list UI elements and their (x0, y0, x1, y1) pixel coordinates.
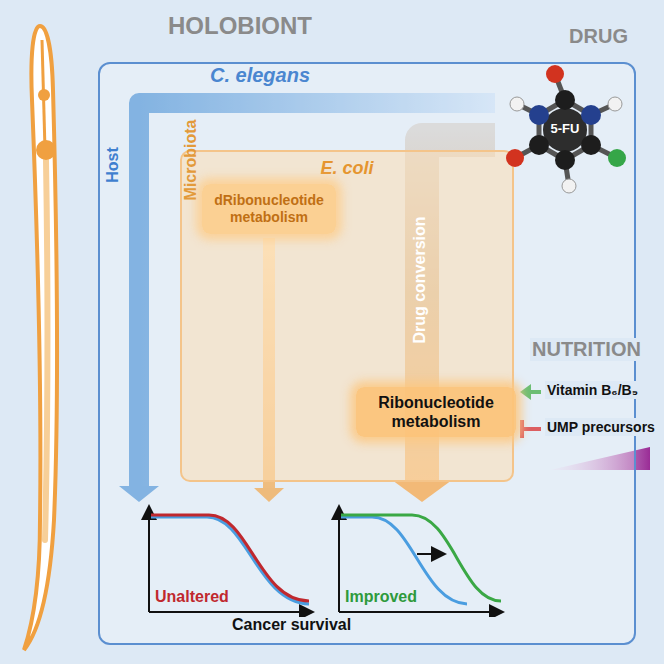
worm (24, 26, 57, 650)
ecoli-box: E. coli dRibonucleotide metabolismRibonuc… (180, 150, 514, 482)
section-heading: NUTRITION (530, 338, 643, 361)
node-text: Unaltered (155, 588, 229, 606)
nutrient-label: UMP precursors (545, 418, 657, 440)
node-text: C. elegans (210, 64, 310, 87)
node-text: E. coli (182, 158, 512, 179)
node-text: Improved (345, 588, 417, 606)
worm-gut (45, 160, 47, 540)
survival-plot: Improved (317, 502, 507, 617)
nutrient-label: Vitamin B₆/B₉ (545, 381, 657, 403)
node-text: Ribonucleotide metabolism (362, 393, 510, 431)
node-text: DRUG (566, 25, 631, 48)
process-box: Ribonucleotide metabolism (356, 387, 516, 437)
node-text: dRibonucleotide metabolism (208, 192, 330, 226)
survival-plot: Unaltered (127, 502, 317, 617)
process-box: dRibonucleotide metabolism (202, 184, 336, 234)
arrow-label: Microbiota (182, 120, 200, 201)
worm-bulb (36, 140, 56, 160)
worm-body (24, 26, 57, 650)
drug-molecule: DRUG 5-FU (495, 25, 635, 197)
axis-label: Cancer survival (232, 616, 351, 634)
node-text: 5-FU (495, 121, 635, 136)
node-text: UMP precursors (545, 418, 657, 436)
arrow-label: Host (104, 147, 122, 183)
worm-bulb (38, 89, 50, 101)
arrow-label: Drug conversion (411, 216, 429, 343)
node-text: HOLOBIONT (168, 12, 312, 40)
node-text: Vitamin B₆/B₉ (545, 381, 657, 399)
